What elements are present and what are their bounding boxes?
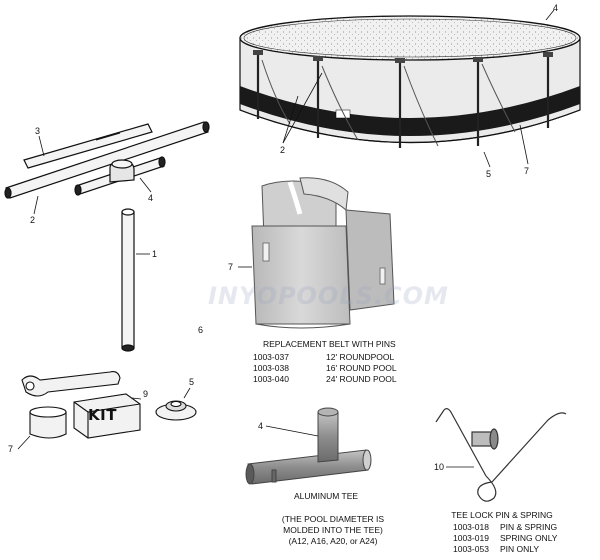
replacement-belt-part: 1003-040 <box>253 374 289 384</box>
callout-part-9: 9 <box>143 389 149 399</box>
callout-pool-cover-4: 4 <box>553 3 559 13</box>
callout-part-5: 5 <box>189 377 195 387</box>
small-parts-illustration <box>21 371 197 439</box>
kit-box-label: KIT <box>88 406 117 424</box>
callout-pool-2: 2 <box>280 145 286 155</box>
callout-part-7: 7 <box>8 444 14 454</box>
callout-part-3: 3 <box>35 126 41 136</box>
tee-lock-title: TEE LOCK PIN & SPRING <box>451 510 553 520</box>
watermark: INYOPOOLS.COM <box>208 282 449 310</box>
callout-tee-lock-10: 10 <box>434 462 445 472</box>
aluminum-tee-illustration <box>245 407 372 485</box>
frame-parts-illustration <box>4 121 210 352</box>
replacement-belt-desc: 24' ROUND POOL <box>326 374 397 384</box>
frame-leader-lines <box>33 135 152 255</box>
replacement-belt-title: REPLACEMENT BELT WITH PINS <box>263 339 396 349</box>
callout-tee-4: 4 <box>258 421 264 431</box>
callout-part-1: 1 <box>152 249 158 259</box>
replacement-belt-part: 1003-037 <box>253 352 289 362</box>
aluminum-tee-title: ALUMINUM TEE <box>293 491 359 501</box>
callout-part-6: 6 <box>198 325 204 335</box>
replacement-belt-desc: 12' ROUNDPOOL <box>326 352 395 362</box>
callout-belt-7: 7 <box>228 262 234 272</box>
callout-pool-7: 7 <box>524 166 530 176</box>
small-parts-leaders <box>17 387 191 450</box>
tee-lock-part: 1003-019 <box>453 533 489 543</box>
callout-part-4: 4 <box>148 193 154 203</box>
callout-part-2: 2 <box>30 215 36 225</box>
callout-pool-5: 5 <box>486 169 492 179</box>
pool-leader-lines <box>282 9 555 168</box>
replacement-belt-illustration <box>251 177 395 329</box>
aluminum-tee-note-line: MOLDED INTO THE TEE) <box>283 525 383 535</box>
tee-lock-desc: SPRING ONLY <box>500 533 558 543</box>
pool-illustration <box>239 15 581 148</box>
aluminum-tee-note-line: (THE POOL DIAMETER IS <box>281 514 385 524</box>
tee-lock-desc: PIN ONLY <box>500 544 540 554</box>
replacement-belt-part: 1003-038 <box>253 363 289 373</box>
tee-lock-part: 1003-053 <box>453 544 489 554</box>
aluminum-tee-note-line: (A12, A16, A20, or A24) <box>288 536 378 546</box>
tee-lock-desc: PIN & SPRING <box>500 522 558 532</box>
tee-lock-pin-spring-illustration <box>435 408 567 502</box>
replacement-belt-desc: 16' ROUND POOL <box>326 363 397 373</box>
tee-lock-part: 1003-018 <box>453 522 489 532</box>
